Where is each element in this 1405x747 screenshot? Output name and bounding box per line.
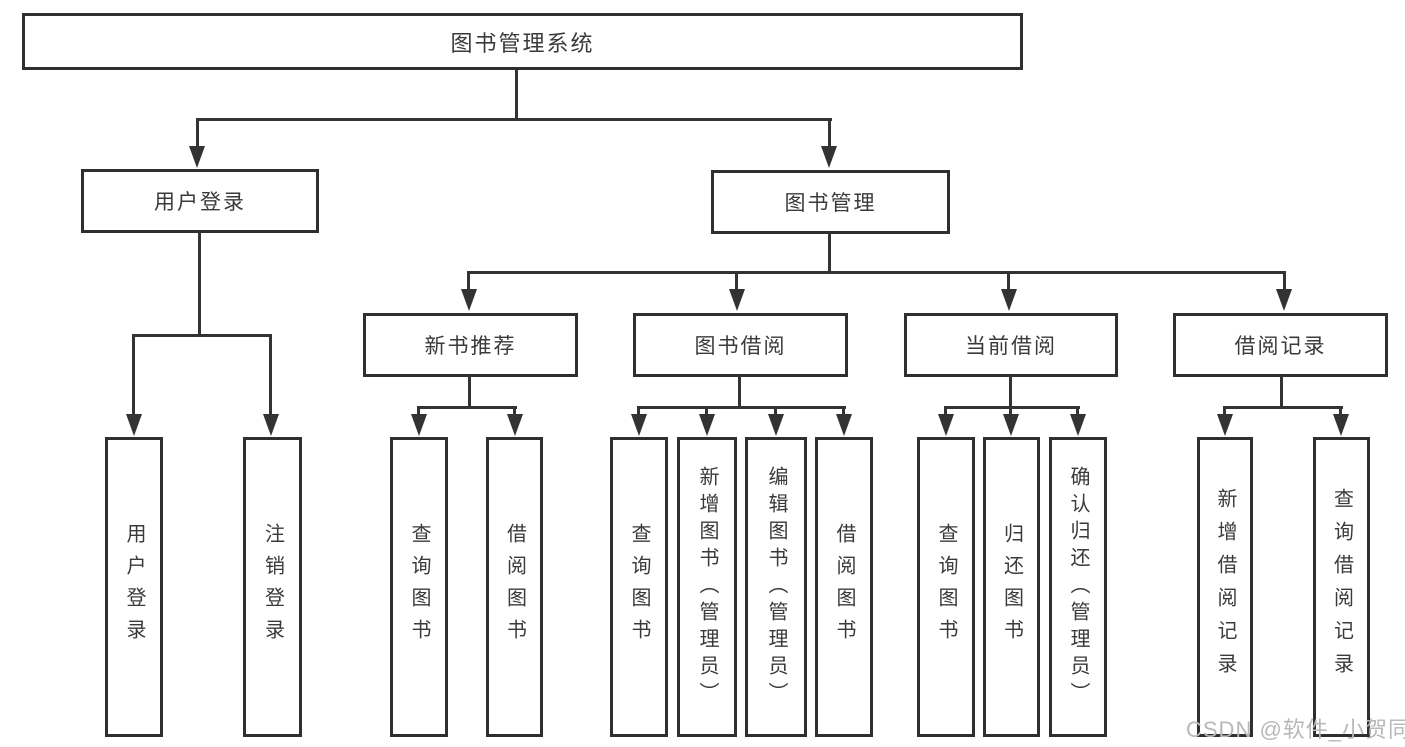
connector-line <box>417 406 420 416</box>
connector-line <box>417 406 517 409</box>
connector-line <box>1283 271 1286 291</box>
arrowhead <box>1070 414 1086 436</box>
node-label: 新增图书（管理员） <box>696 465 718 709</box>
node-label: 借阅图书 <box>833 523 855 651</box>
connector-line <box>1076 406 1079 416</box>
connector-line <box>637 406 846 409</box>
leaf-confirm-return-admin: 确认归还（管理员） <box>1049 437 1107 737</box>
connector-line <box>1009 406 1012 416</box>
arrowhead <box>1333 414 1349 436</box>
connector-line <box>467 271 1286 274</box>
arrowhead <box>631 414 647 436</box>
arrowhead <box>821 146 837 168</box>
node-label: 借阅记录 <box>1234 335 1327 358</box>
node-label: 借阅图书 <box>503 523 526 651</box>
arrowhead <box>729 289 745 311</box>
connector-line <box>705 406 708 416</box>
leaf-user-login: 用户登录 <box>105 437 163 737</box>
connector-line <box>1223 406 1343 409</box>
leaf-query-borrow-record: 查询借阅记录 <box>1313 437 1370 737</box>
csdn-watermark: CSDN @软件_小贺同学 <box>1186 717 1405 742</box>
arrowhead <box>263 414 279 436</box>
connector-line <box>196 118 832 121</box>
arrowhead <box>1217 414 1233 436</box>
node-user-login: 用户登录 <box>81 169 319 233</box>
connector-line <box>1009 376 1012 408</box>
connector-line <box>515 69 518 120</box>
connector-line <box>513 406 516 416</box>
node-label: 编辑图书（管理员） <box>765 465 787 709</box>
node-new-book-recommend: 新书推荐 <box>363 313 578 377</box>
connector-line <box>198 232 201 336</box>
connector-line <box>842 406 845 416</box>
connector-line <box>196 118 199 148</box>
arrowhead <box>1001 289 1017 311</box>
leaf-query-books-current: 查询图书 <box>917 437 975 737</box>
arrowhead <box>126 414 142 436</box>
leaf-borrow-books-borrowing: 借阅图书 <box>815 437 873 737</box>
node-label: 新增借阅记录 <box>1214 488 1236 686</box>
node-label: 查询借阅记录 <box>1330 488 1353 686</box>
connector-line <box>944 406 1080 409</box>
node-label: 当前借阅 <box>965 335 1057 358</box>
node-borrowing-records: 借阅记录 <box>1173 313 1388 377</box>
connector-line <box>735 271 738 291</box>
node-label: 注销登录 <box>261 523 284 651</box>
connector-line <box>1280 376 1283 408</box>
node-label: 归还图书 <box>1000 523 1023 651</box>
node-label: 确认归还（管理员） <box>1067 465 1089 709</box>
node-label: 图书借阅 <box>694 335 787 358</box>
connector-line <box>1339 406 1342 416</box>
connector-line <box>637 406 640 416</box>
connector-line <box>132 334 135 416</box>
connector-line <box>828 233 831 273</box>
arrowhead <box>768 414 784 436</box>
connector-line <box>468 376 471 408</box>
node-book-borrowing: 图书借阅 <box>633 313 848 377</box>
leaf-return-book: 归还图书 <box>983 437 1040 737</box>
node-label: 新书推荐 <box>424 335 517 358</box>
arrowhead <box>938 414 954 436</box>
arrowhead <box>461 289 477 311</box>
leaf-query-books-recommend: 查询图书 <box>390 437 448 737</box>
arrowhead <box>699 414 715 436</box>
node-label: 用户登录 <box>123 523 145 651</box>
arrowhead <box>189 146 205 168</box>
node-library-management-system: 图书管理系统 <box>22 13 1023 70</box>
leaf-add-borrow-record: 新增借阅记录 <box>1197 437 1253 737</box>
leaf-add-book-admin: 新增图书（管理员） <box>677 437 737 737</box>
connector-line <box>944 406 947 416</box>
connector-line <box>132 334 272 337</box>
leaf-query-books-borrowing: 查询图书 <box>610 437 668 737</box>
connector-line <box>828 118 831 148</box>
connector-line <box>738 376 741 408</box>
node-label: 图书管理 <box>784 192 877 215</box>
arrowhead <box>1003 414 1019 436</box>
connector-line <box>774 406 777 416</box>
connector-line <box>269 334 272 416</box>
leaf-logout: 注销登录 <box>243 437 302 737</box>
leaf-edit-book-admin: 编辑图书（管理员） <box>745 437 807 737</box>
leaf-borrow-books-recommend: 借阅图书 <box>486 437 543 737</box>
node-current-borrowing: 当前借阅 <box>904 313 1118 377</box>
node-book-management: 图书管理 <box>711 170 950 234</box>
node-label: 查询图书 <box>935 523 957 651</box>
arrowhead <box>507 414 523 436</box>
connector-line <box>1223 406 1226 416</box>
node-label: 查询图书 <box>408 523 430 651</box>
node-label: 图书管理系统 <box>450 30 595 56</box>
arrowhead <box>1276 289 1292 311</box>
connector-line <box>467 271 470 291</box>
connector-line <box>1007 271 1010 291</box>
node-label: 用户登录 <box>154 191 246 214</box>
node-label: 查询图书 <box>628 523 650 651</box>
arrowhead <box>411 414 427 436</box>
arrowhead <box>836 414 852 436</box>
